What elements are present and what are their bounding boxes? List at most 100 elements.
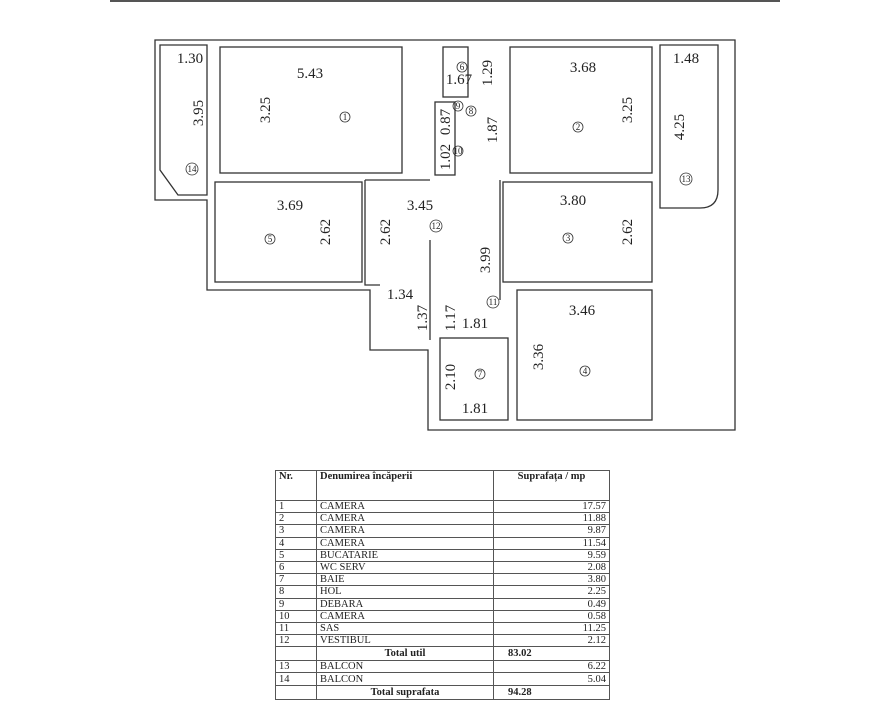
cell-area: 11.54 [493,536,610,550]
dim-label: 1.29 [480,60,496,86]
cell-nr: 7 [275,573,317,587]
room-number-9: 9 [452,100,464,112]
dim-label: 3.46 [569,303,596,319]
dim-label: 2.62 [318,219,334,245]
dim-label: 2.62 [620,219,636,245]
cell-area: 0.58 [493,609,610,623]
dim-label: 3.99 [478,247,494,273]
table-header: Nr. Denumirea încăperii Suprafața / mp [275,470,610,501]
cell-nr: 13 [275,660,317,674]
cell-area: 2.12 [493,634,610,648]
room-number-6: 6 [456,61,468,73]
room-5 [214,181,363,283]
dim-label: 1.81 [462,401,488,417]
cell-nr: 2 [275,512,317,526]
svg-text:3: 3 [566,233,571,243]
dim-label: 1.37 [415,304,431,331]
header-name: Denumirea încăperii [316,470,494,501]
dim-label: 1.67 [446,72,473,88]
svg-text:10: 10 [454,146,464,156]
cell-name: CAMERA [316,499,494,514]
dim-label: 3.25 [620,97,636,123]
dim-label: 3.68 [570,60,596,76]
svg-text:12: 12 [432,221,441,231]
cell-nr: 8 [275,585,317,599]
room-number-10: 10 [452,145,464,157]
cell-name: CAMERA [316,512,494,526]
svg-text:14: 14 [188,164,198,174]
total-row-label: Total suprafata [316,684,494,700]
cell-nr: 10 [275,609,317,623]
cell-name: WC SERV [316,560,494,575]
room-3 [502,181,653,283]
dim-label: 4.25 [672,114,688,140]
room-number-13: 13 [679,172,693,186]
cell-name: HOL [316,585,494,599]
svg-text:6: 6 [460,62,465,72]
cell-area: 6.22 [493,660,610,674]
dim-label: 3.25 [258,97,274,123]
room-area-table: Nr. Denumirea încăperii Suprafața / mp 1… [275,470,610,700]
svg-text:13: 13 [682,174,692,184]
cell-name: BALCON [316,672,494,686]
outer-wall [154,39,736,431]
cell-nr: 12 [275,634,317,648]
header-area: Suprafața / mp [493,470,610,501]
svg-text:5: 5 [268,234,273,244]
room-6 [442,46,469,98]
floor-plan: 5.43 3.25 1.30 3.95 1.67 1.29 0.87 1.02 … [154,39,736,431]
cell-name: CAMERA [316,536,494,550]
cell-area: 5.04 [493,672,610,686]
cell-name: CAMERA [316,609,494,623]
svg-text:8: 8 [469,106,474,116]
room-number-7: 7 [474,368,486,380]
svg-text:11: 11 [489,297,498,307]
header-nr: Nr. [275,470,317,501]
cell-area: 11.88 [493,512,610,526]
cell-area: 0.49 [493,597,610,611]
cell-area: 3.80 [493,573,610,587]
room-number-11: 11 [486,295,500,309]
dim-label: 1.30 [177,51,203,67]
dim-label: 1.17 [443,304,459,331]
dim-label: 1.87 [485,116,501,143]
dim-label: 5.43 [297,66,323,82]
cell-area: 17.57 [493,499,610,514]
room-1 [219,46,403,174]
cell-name: CAMERA [316,524,494,538]
room-9-10 [434,101,456,176]
dim-label: 3.36 [531,343,547,370]
room-number-12: 12 [429,219,443,233]
dim-label: 1.81 [462,316,488,332]
svg-text:1: 1 [343,112,348,122]
cell-name: VESTIBUL [316,634,494,648]
dim-label: 3.95 [191,100,207,126]
dim-label: 1.02 [438,144,454,170]
dim-label: 0.87 [438,108,454,135]
room-number-3: 3 [562,232,574,244]
total-util-row-value: 83.02 [493,646,610,662]
cell-area: 9.87 [493,524,610,538]
cell-nr: 3 [275,524,317,538]
cell-name: DEBARA [316,597,494,611]
cell-area: 2.08 [493,560,610,575]
cell-area: 2.25 [493,585,610,599]
cell-nr: 4 [275,536,317,550]
cell-nr: 6 [275,560,317,575]
room-4 [516,289,653,421]
vestibul-walls [364,179,501,340]
dim-label: 2.62 [378,219,394,245]
room-number-14: 14 [185,162,199,176]
